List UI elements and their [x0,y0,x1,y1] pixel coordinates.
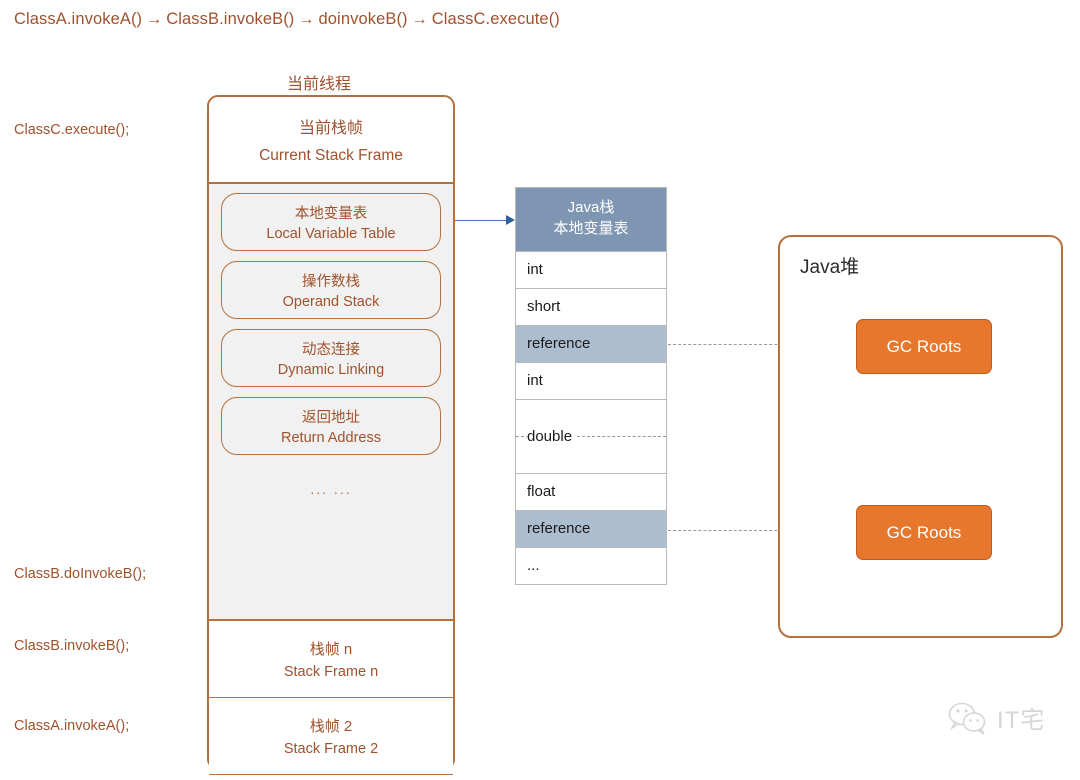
call-chain-part-1: ClassB.invokeB() [166,10,295,28]
lvt-row-0-label: int [527,261,543,279]
lvt-row-4-label: double [527,427,577,445]
watermark-text: IT宅 [997,707,1046,734]
lvt-connector-arrowhead [506,215,515,225]
stack-frame-2-en: Stack Frame 2 [283,741,379,757]
lvt-row-2-label: reference [527,335,591,353]
java-heap-box: Java堆 GC Roots GC Roots [778,235,1063,638]
stack-frame-2[interactable]: 栈帧 2 Stack Frame 2 [209,698,453,775]
method-label-execute: ClassC.execute(); [14,122,130,138]
call-chain-arrow-0: → [146,11,163,28]
method-label-invokea: ClassA.invokeA(); [14,718,130,734]
lvt-header-line1: Java栈 [567,199,615,216]
current-frame-en-label: Current Stack Frame [259,147,403,164]
lvt-row-int-1[interactable]: int [516,361,666,399]
detail-3-cn: 返回地址 [302,410,360,426]
java-heap-title: Java堆 [800,257,860,278]
stack-frame-n-en: Stack Frame n [283,664,379,680]
thread-title: 当前线程 [287,76,352,93]
double-slot-divider [516,436,666,438]
method-label-invokeb: ClassB.invokeB(); [14,638,130,654]
detail-operand-stack[interactable]: 操作数栈 Operand Stack [221,261,441,319]
lvt-row-5-label: float [527,483,556,501]
watermark: IT宅 [948,700,1045,735]
gc-connector-line-2 [668,530,848,531]
gc-roots-box-1[interactable]: GC Roots [856,319,992,374]
stack-frame-n-cn: 栈帧 n [309,641,353,658]
detail-1-cn: 操作数栈 [302,274,360,290]
detail-0-cn: 本地变量表 [294,206,368,222]
detail-ellipsis: ... ... [310,481,352,497]
lvt-row-7-label: ... [527,557,540,575]
lvt-row-double[interactable]: double [516,398,666,473]
lvt-header: Java栈 本地变量表 [516,188,666,251]
detail-0-en: Local Variable Table [266,226,396,242]
lvt-row-short[interactable]: short [516,287,666,325]
lvt-row-ellipsis[interactable]: ... [516,546,666,584]
detail-local-variable-table[interactable]: 本地变量表 Local Variable Table [221,193,441,251]
lvt-row-3-label: int [527,372,543,390]
call-chain-arrow-2: → [411,11,428,28]
current-frame-cn-label: 当前栈帧 [298,120,363,137]
detail-3-en: Return Address [281,430,381,446]
lvt-row-int-0[interactable]: int [516,250,666,288]
thread-stack-box: 当前栈帧 Current Stack Frame 本地变量表 Local Var… [207,95,455,780]
detail-2-cn: 动态连接 [302,342,360,358]
call-chain-part-3: ClassC.execute() [431,10,560,28]
call-chain: ClassA.invokeA()→ClassB.invokeB()→doinvo… [14,10,560,29]
lvt-row-6-label: reference [527,520,591,538]
gc-roots-box-2[interactable]: GC Roots [856,505,992,560]
lvt-row-reference-0[interactable]: reference [516,324,666,362]
lvt-connector-line [455,220,508,221]
current-stack-frame-header: 当前栈帧 Current Stack Frame [209,97,453,184]
detail-1-en: Operand Stack [282,294,380,310]
method-label-doinvokeb: ClassB.doInvokeB(); [14,566,147,582]
stack-frame-1[interactable]: 栈帧 1 Stack Frame 1 [209,775,453,780]
lvt-row-float[interactable]: float [516,472,666,510]
lvt-row-1-label: short [527,298,561,316]
detail-2-en: Dynamic Linking [277,362,385,378]
call-chain-part-0: ClassA.invokeA() [14,10,143,28]
call-chain-arrow-1: → [298,11,315,28]
stack-frame-n[interactable]: 栈帧 n Stack Frame n [209,621,453,698]
stack-frame-2-cn: 栈帧 2 [309,718,353,735]
call-chain-part-2: doinvokeB() [318,10,408,28]
local-variable-table: Java栈 本地变量表 int short reference int doub… [515,187,667,585]
detail-dynamic-linking[interactable]: 动态连接 Dynamic Linking [221,329,441,387]
current-frame-details: 本地变量表 Local Variable Table 操作数栈 Operand … [209,184,453,621]
lvt-row-reference-1[interactable]: reference [516,509,666,547]
detail-return-address[interactable]: 返回地址 Return Address [221,397,441,455]
gc-connector-line-1 [668,344,848,345]
lvt-header-line2: 本地变量表 [553,220,629,238]
wechat-icon [948,702,986,735]
